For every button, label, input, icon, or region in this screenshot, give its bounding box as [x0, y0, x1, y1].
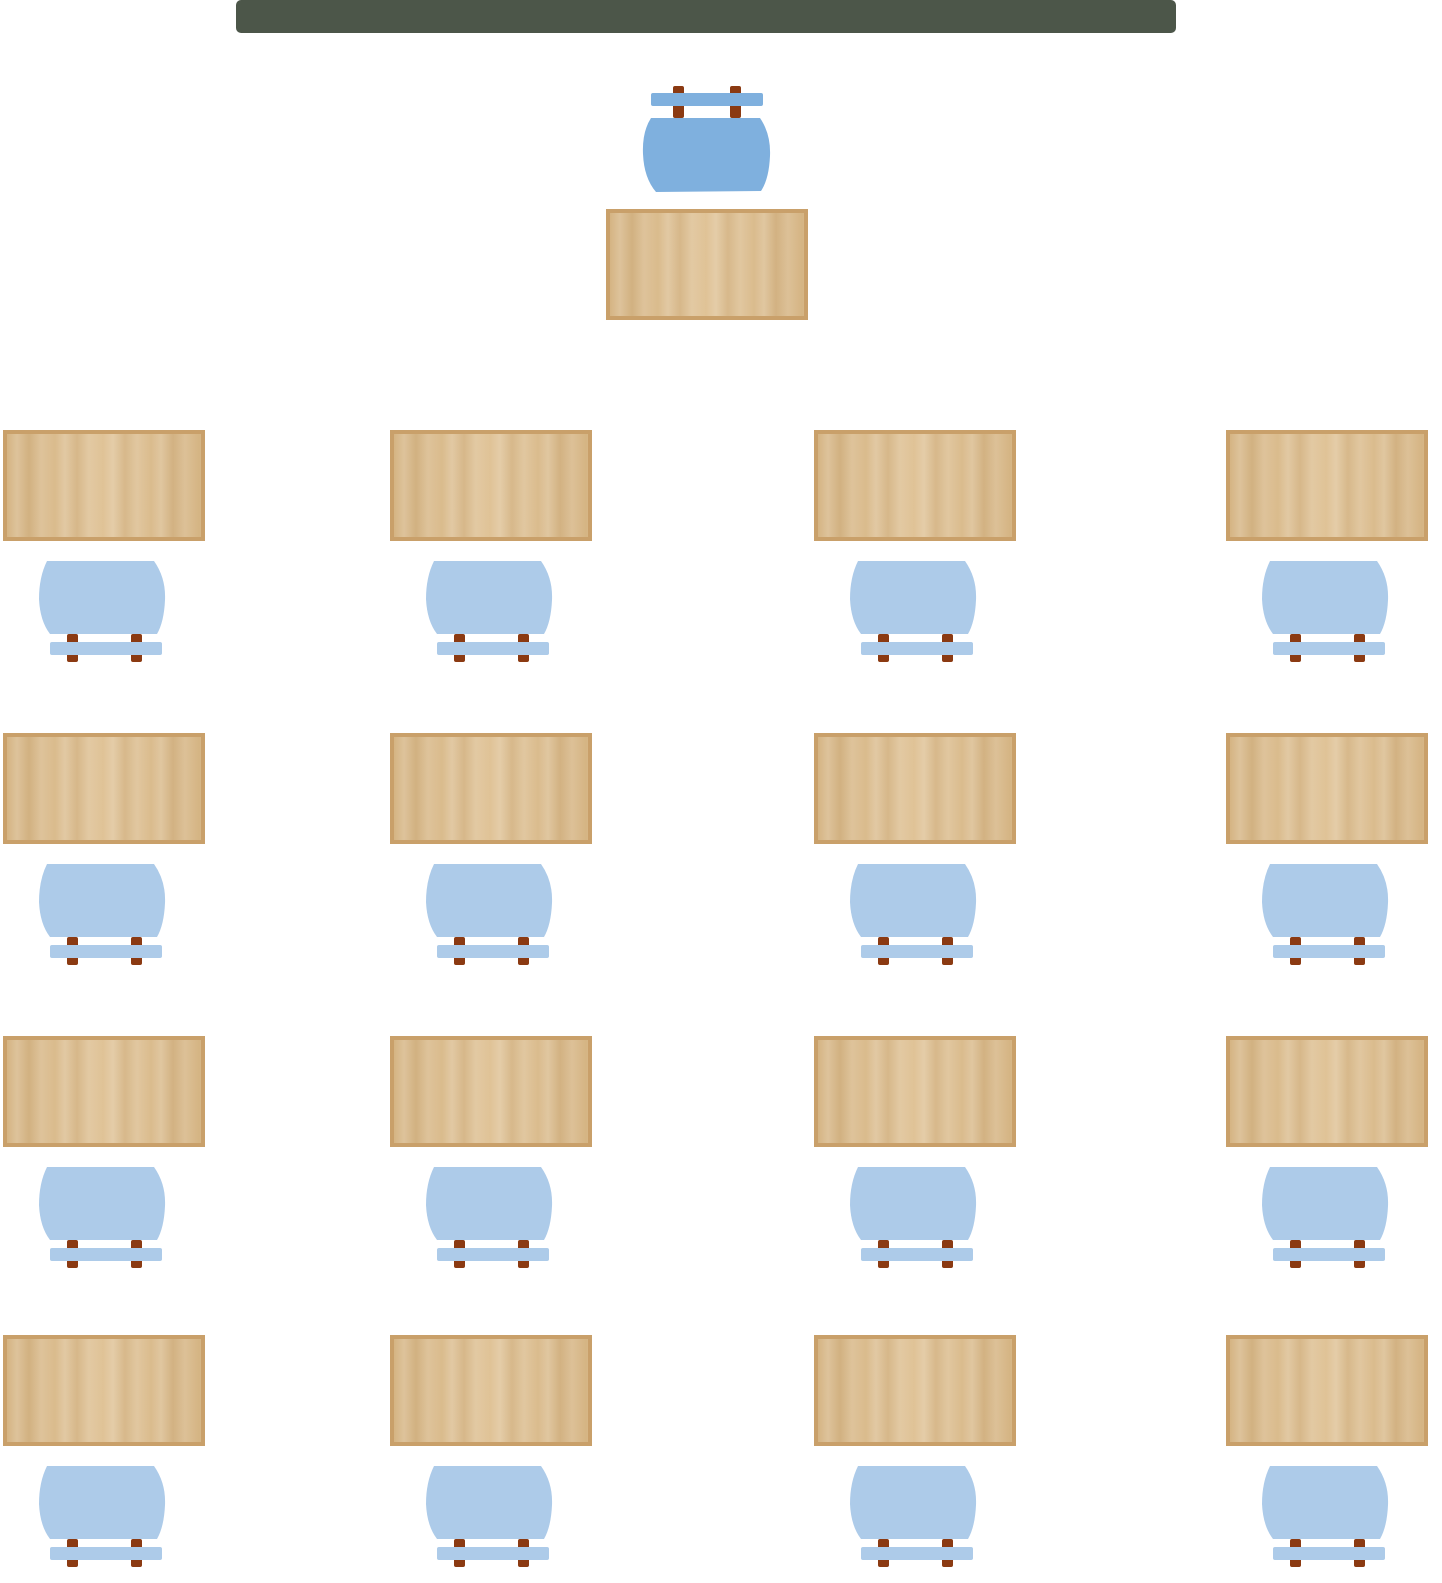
student-chair: [426, 1466, 553, 1567]
student-chair: [39, 561, 166, 662]
student-desk: [814, 1335, 1016, 1446]
student-desk: [3, 1036, 205, 1147]
teacher-chair: [642, 86, 771, 192]
student-desk: [814, 1036, 1016, 1147]
student-chair: [39, 864, 166, 965]
student-desk: [390, 430, 592, 541]
student-desk: [390, 1036, 592, 1147]
student-chair: [426, 1167, 553, 1268]
student-desk: [1226, 733, 1428, 844]
student-chair: [1262, 1466, 1389, 1567]
student-desk: [390, 733, 592, 844]
student-desk: [1226, 430, 1428, 541]
student-chair: [850, 561, 977, 662]
student-chair: [850, 1167, 977, 1268]
student-desk: [1226, 1036, 1428, 1147]
student-desk: [1226, 1335, 1428, 1446]
student-chair: [39, 1466, 166, 1567]
student-desk: [3, 733, 205, 844]
student-desk: [814, 430, 1016, 541]
student-chair: [1262, 1167, 1389, 1268]
student-chair: [850, 864, 977, 965]
student-desk: [390, 1335, 592, 1446]
student-chair: [850, 1466, 977, 1567]
student-chair: [426, 864, 553, 965]
student-desk: [814, 733, 1016, 844]
blackboard: [236, 0, 1176, 33]
student-chair: [426, 561, 553, 662]
student-chair: [1262, 561, 1389, 662]
teacher-desk: [606, 209, 808, 320]
student-desk: [3, 430, 205, 541]
student-desk: [3, 1335, 205, 1446]
student-chair: [1262, 864, 1389, 965]
student-chair: [39, 1167, 166, 1268]
